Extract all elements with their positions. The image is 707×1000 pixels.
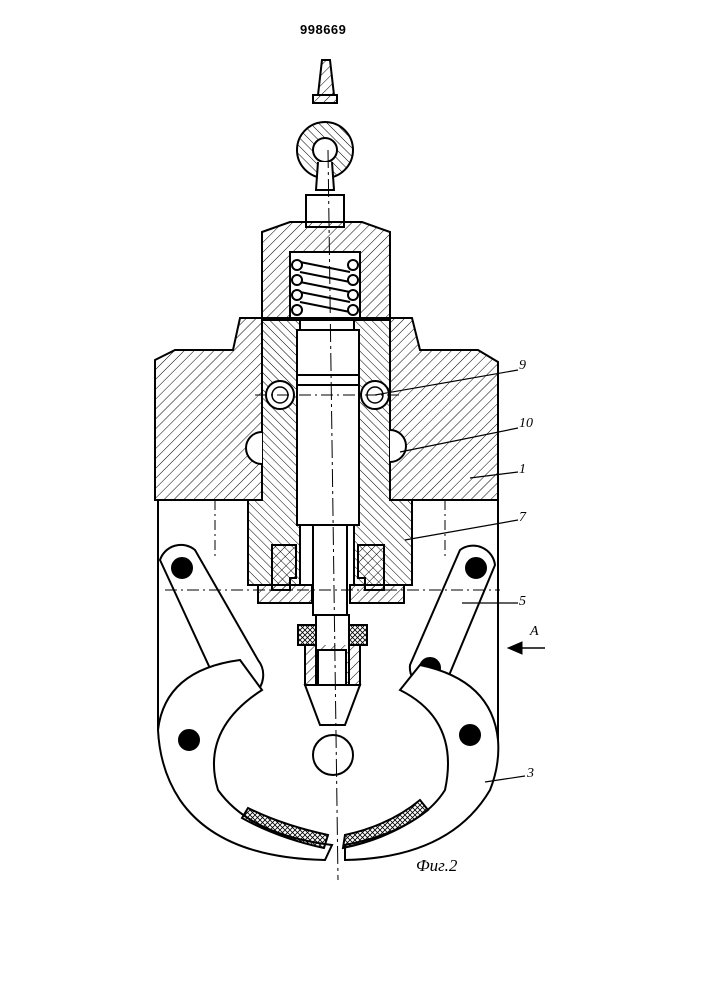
- thread-nut-left: [298, 625, 316, 645]
- suspension-rod: [318, 60, 334, 95]
- ball-joint-ball: [313, 138, 337, 162]
- callout-10: 10: [519, 416, 533, 432]
- ball-neck: [316, 162, 334, 190]
- flange-left: [258, 585, 312, 603]
- lower-rod: [313, 525, 347, 615]
- callout-5: 5: [519, 594, 526, 610]
- arrow-a-icon: [508, 642, 522, 654]
- callout-9: 9: [519, 358, 526, 374]
- callout-1: 1: [519, 462, 526, 478]
- ball-tip: [313, 735, 353, 775]
- callout-3: 3: [527, 766, 534, 782]
- thread-nut-right: [349, 625, 367, 645]
- flange-right: [350, 585, 404, 603]
- body-part-1: [155, 318, 262, 500]
- figure-caption: Фиг.2: [416, 856, 457, 876]
- callout-a: A: [530, 624, 539, 640]
- plunger: [297, 330, 359, 525]
- callout-7: 7: [519, 510, 526, 526]
- cone-tip: [305, 685, 360, 725]
- body-part-1-right: [390, 318, 498, 500]
- rod-collar: [313, 95, 337, 103]
